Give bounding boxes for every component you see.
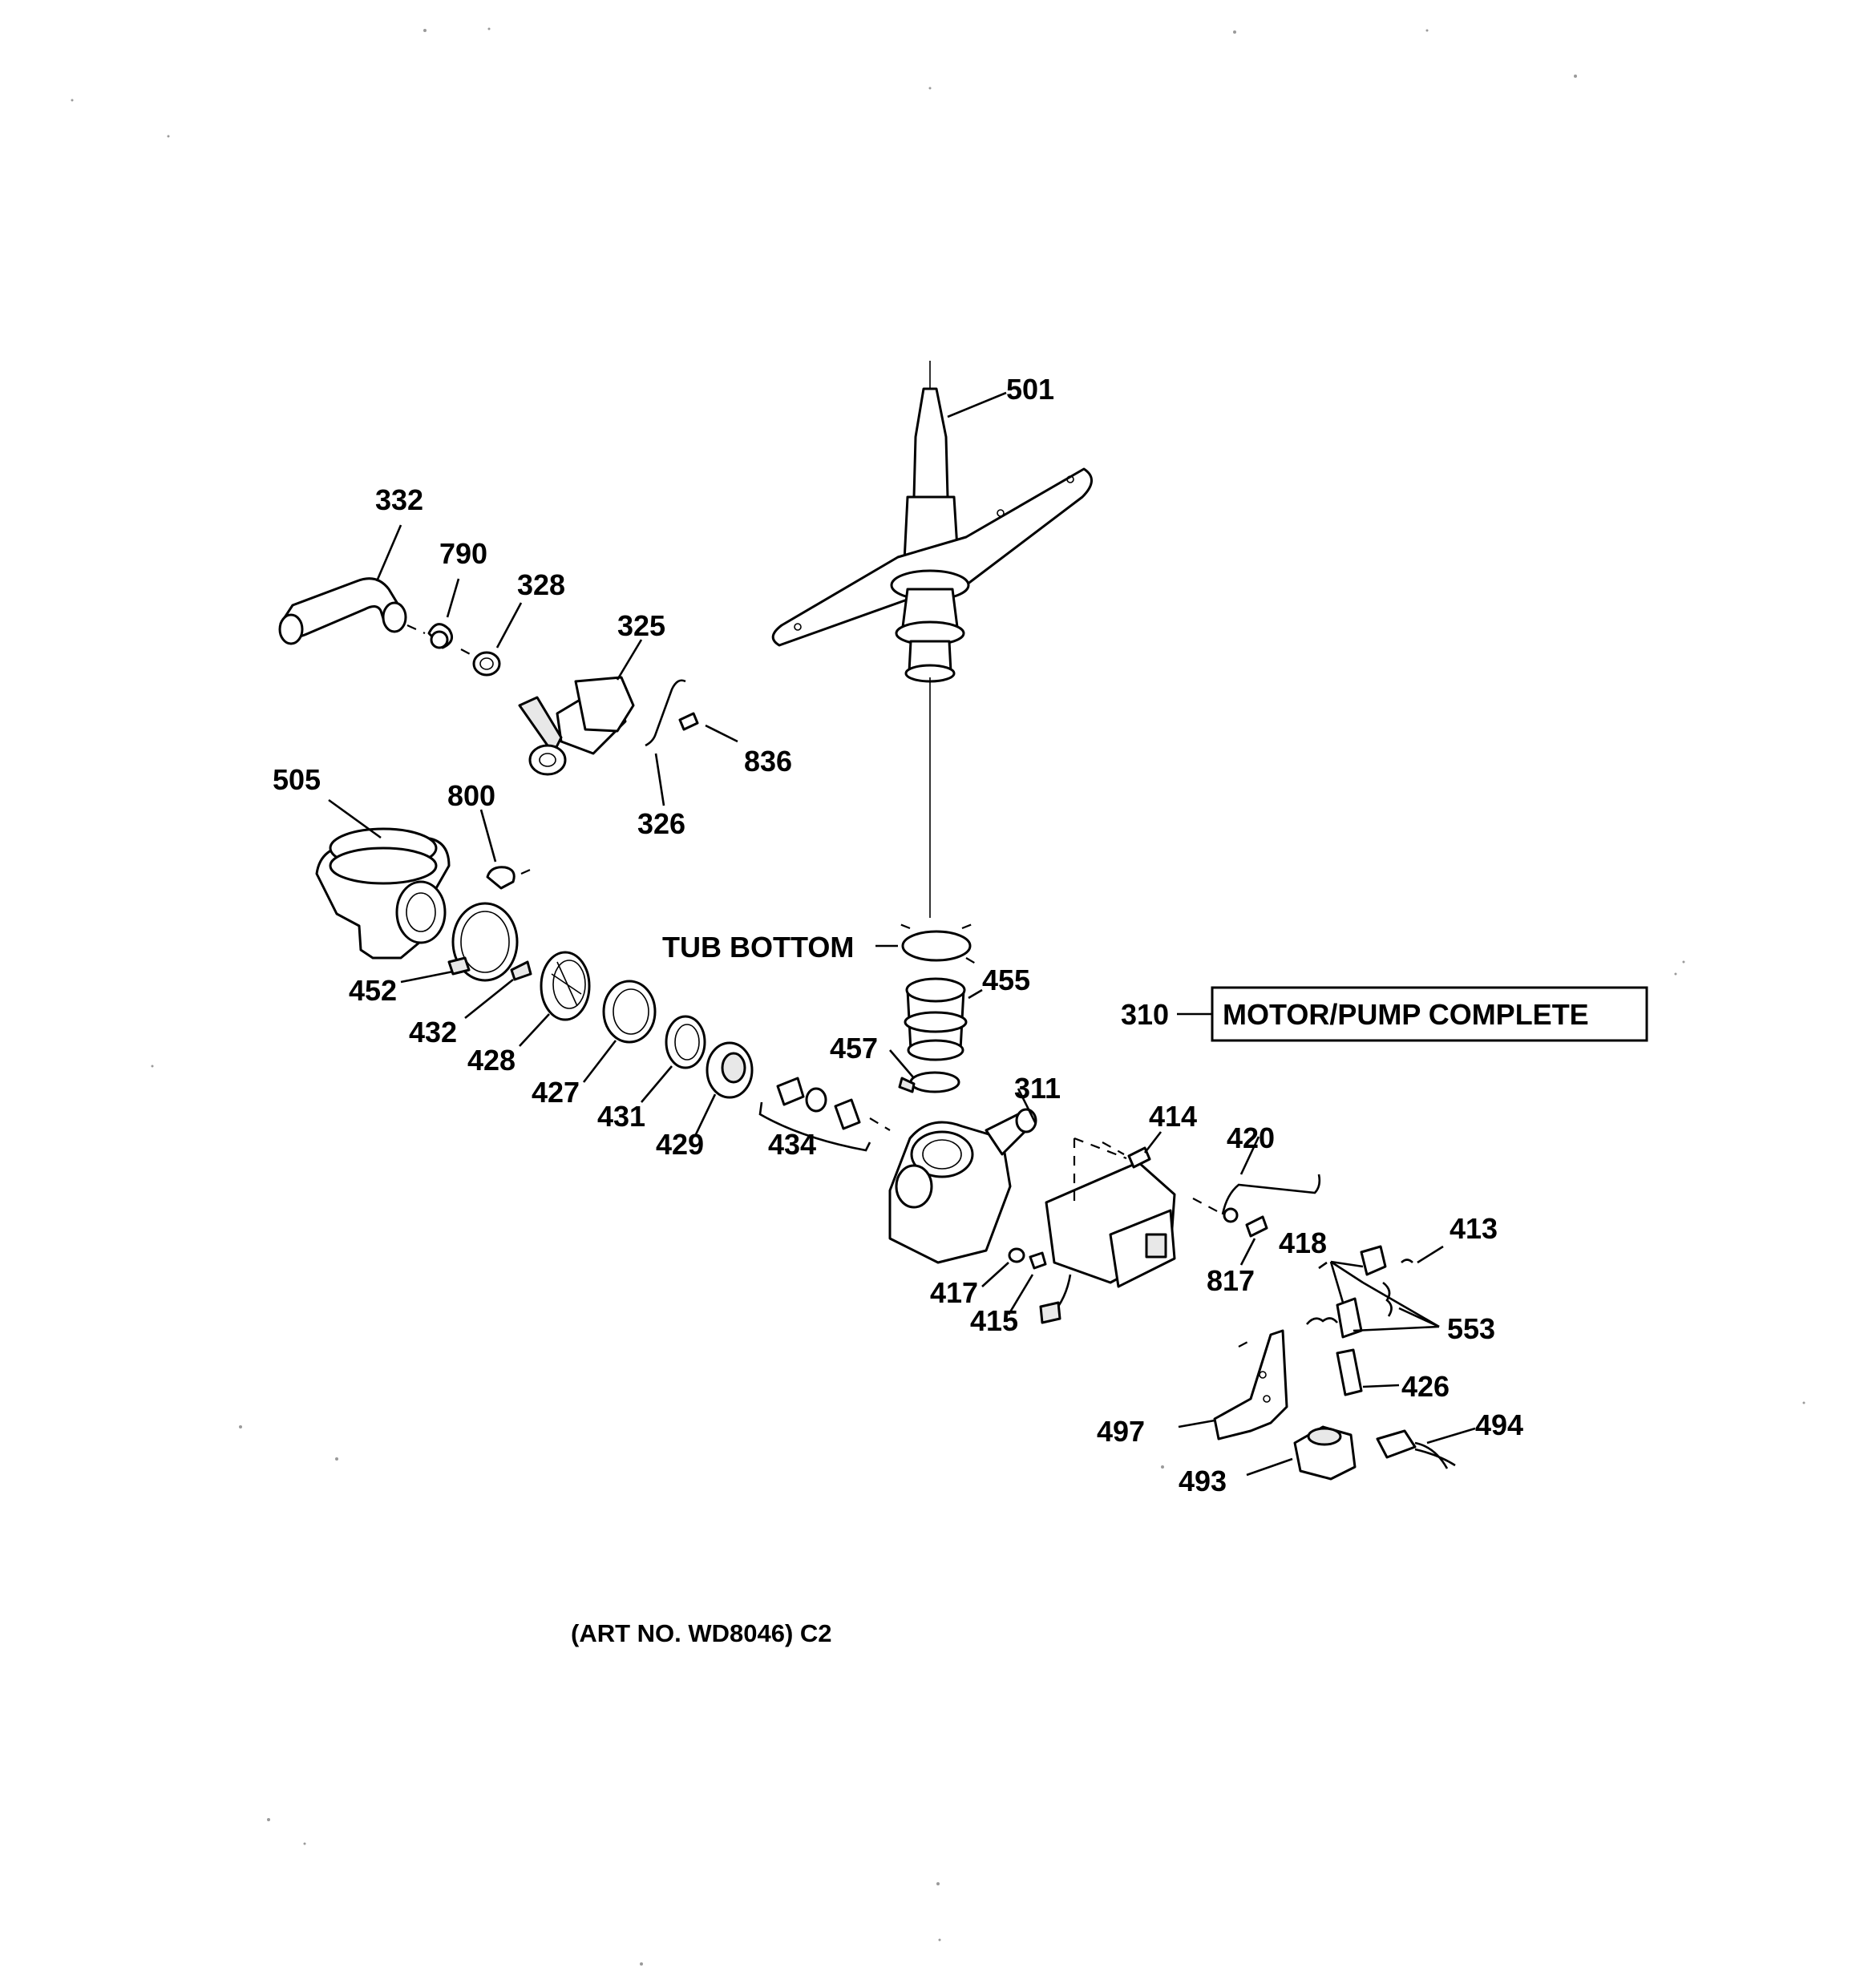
callout-332: 332 (375, 483, 423, 516)
scan-noise (71, 27, 1805, 1966)
art-number: (ART NO. WD8046) C2 (571, 1619, 832, 1647)
callout-455: 455 (982, 964, 1030, 996)
callout-497: 497 (1097, 1415, 1145, 1448)
callout-494: 494 (1475, 1408, 1523, 1441)
callout-429: 429 (656, 1128, 704, 1161)
callout-420: 420 (1227, 1121, 1275, 1154)
callout-311: 311 (1014, 1072, 1061, 1105)
callout-505: 505 (273, 763, 321, 796)
callout-501: 501 (1006, 373, 1054, 406)
callout-431: 431 (597, 1100, 645, 1133)
callout-417: 417 (930, 1276, 978, 1309)
callout-426: 426 (1401, 1370, 1450, 1403)
callout-452: 452 (349, 974, 397, 1007)
callout-328: 328 (517, 568, 565, 601)
callout-325: 325 (617, 609, 665, 642)
callout-427: 427 (532, 1076, 580, 1109)
callout-414: 414 (1149, 1100, 1197, 1133)
motor-pump-complete-label: MOTOR/PUMP COMPLETE (1223, 998, 1589, 1031)
callout-415: 415 (970, 1304, 1018, 1337)
part-callouts: 501 332 790 328 325 836 326 505 800 455 … (273, 373, 1523, 1497)
callout-326: 326 (637, 807, 685, 840)
callout-310: 310 (1121, 998, 1169, 1031)
callout-413: 413 (1450, 1212, 1498, 1245)
callout-790: 790 (439, 537, 487, 570)
callout-432: 432 (409, 1016, 457, 1049)
callout-553: 553 (1447, 1312, 1495, 1345)
motor-and-pump (888, 1088, 1176, 1324)
callout-817: 817 (1207, 1264, 1255, 1297)
motor-hardware (981, 1131, 1321, 1315)
callout-800: 800 (447, 779, 495, 812)
sump-and-filter-parts (315, 798, 891, 1152)
callout-457: 457 (830, 1032, 878, 1065)
float-switch-parts (1178, 1245, 1476, 1481)
callout-434: 434 (768, 1128, 816, 1161)
tub-bottom-label: TUB BOTTOM (662, 931, 854, 964)
motor-pump-complete-box (1211, 986, 1648, 1042)
callout-836: 836 (744, 745, 792, 778)
inlet-hose-and-valve (278, 524, 738, 806)
callout-418: 418 (1279, 1226, 1327, 1259)
callout-428: 428 (467, 1044, 516, 1077)
spray-arm-assembly (771, 361, 1093, 918)
tub-seal-parts (889, 922, 983, 1093)
callout-493: 493 (1179, 1465, 1227, 1497)
